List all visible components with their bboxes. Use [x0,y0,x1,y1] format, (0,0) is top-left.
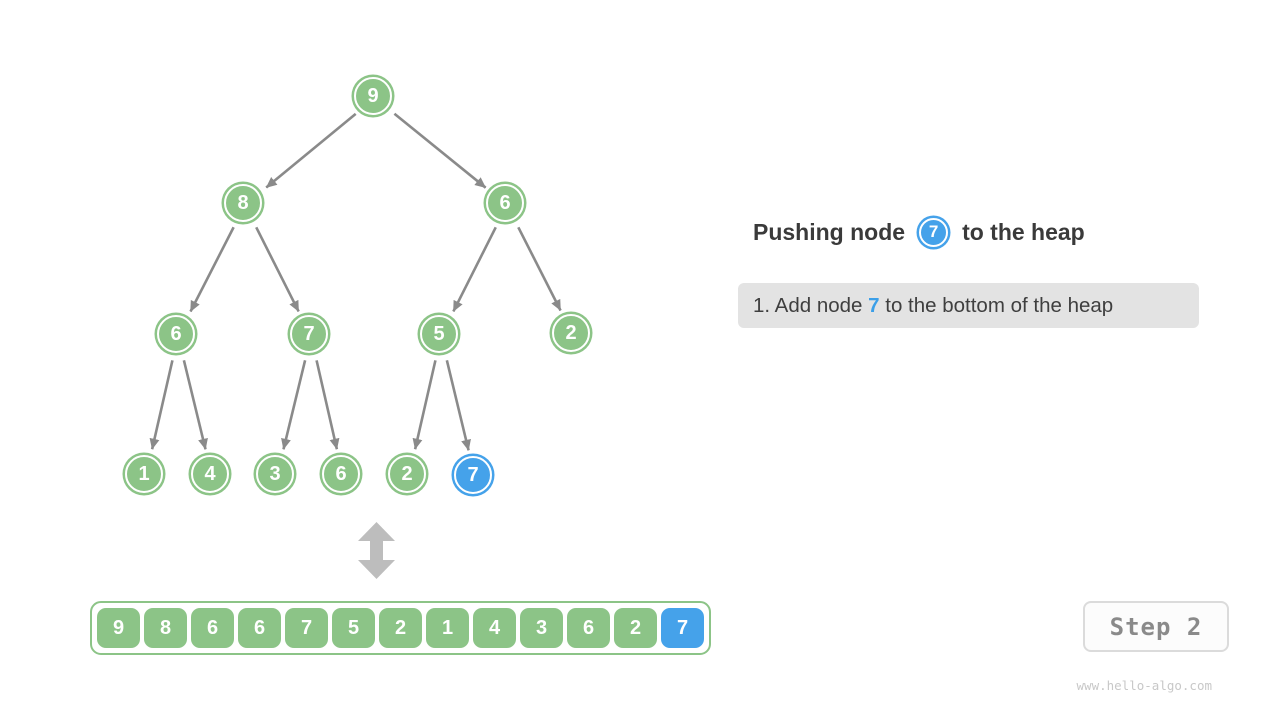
array-cell: 2 [379,608,422,648]
tree-edge [189,226,235,313]
tree-array-equivalence-icon [358,522,395,579]
watermark: www.hello-algo.com [1076,678,1212,693]
array-cell: 8 [144,608,187,648]
tree-edge [281,359,307,450]
array-cell: 4 [473,608,516,648]
panel-title: Pushing node 7 to the heap [753,213,1085,251]
step-note-highlight: 7 [868,293,880,317]
array-cell: 3 [520,608,563,648]
step-note-prefix: 1. Add node [753,293,869,317]
tree-edge [393,112,487,189]
step-note: 1. Add node 7 to the bottom of the heap [738,283,1199,328]
tree-edge [412,360,437,450]
tree-node: 4 [191,455,229,493]
tree-node: 9 [354,77,392,115]
tree-edge [255,226,300,313]
title-prefix: Pushing node [753,218,906,245]
tree-edge [265,112,357,189]
tree-edge [315,360,340,450]
step-note-suffix: to the bottom of the heap [879,293,1114,317]
tree-edge [445,359,471,451]
array-cell: 6 [191,608,234,648]
array-cell: 1 [426,608,469,648]
up-down-arrow-icon [358,522,395,579]
tree-node: 2 [388,455,426,493]
array-cell: 5 [332,608,375,648]
array-cell: 7 [285,608,328,648]
array-cell: 9 [97,608,140,648]
tree-node: 6 [157,315,195,353]
tree-node: 6 [322,455,360,493]
array-cell: 2 [614,608,657,648]
array-cell: 6 [567,608,610,648]
tree-node: 7 [454,456,492,494]
tree-edge [182,359,208,450]
tree-node: 7 [290,315,328,353]
tree-node: 6 [486,184,524,222]
title-suffix: to the heap [962,218,1085,245]
tree-node: 8 [224,184,262,222]
tree-edge [452,226,497,313]
step-badge: Step 2 [1083,601,1229,652]
tree-edge [517,226,562,312]
tree-node: 1 [125,455,163,493]
tree-node: 3 [256,455,294,493]
array-cell: 6 [238,608,281,648]
pushed-node-value: 7 [928,222,939,241]
tree-edge [149,360,174,450]
tree-node: 5 [420,315,458,353]
pushed-node-badge: 7 [919,217,949,247]
tree-node: 2 [552,314,590,352]
array-cell: 7 [661,608,704,648]
